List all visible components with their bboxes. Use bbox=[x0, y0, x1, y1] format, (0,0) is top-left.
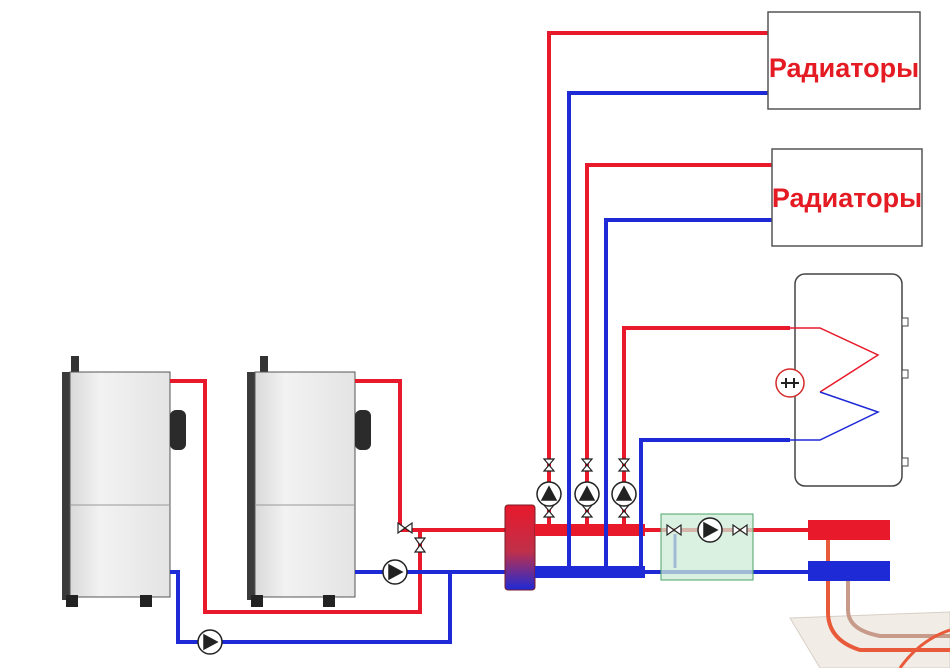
boiler-2 bbox=[247, 356, 371, 607]
underfloor-supply-manifold bbox=[808, 520, 890, 540]
radiator-1: Радиаторы bbox=[767, 11, 921, 110]
underfloor-return-manifold bbox=[808, 561, 890, 581]
boiler-pipes bbox=[170, 379, 505, 644]
circulation-pump-icon bbox=[197, 481, 723, 655]
underfloor-heating-icon bbox=[789, 540, 950, 668]
valve-icon bbox=[397, 458, 748, 553]
hydraulic-separator-icon bbox=[504, 504, 536, 591]
water-heater-tank-icon bbox=[775, 273, 909, 487]
radiator-2-label: Радиаторы bbox=[772, 183, 922, 213]
thermostat-icon bbox=[775, 368, 805, 398]
boiler-1 bbox=[62, 356, 186, 607]
return-collector bbox=[535, 566, 645, 578]
radiator-1-label: Радиаторы bbox=[769, 53, 919, 83]
supply-collector bbox=[535, 524, 645, 536]
radiator-2: Радиаторы bbox=[771, 148, 923, 247]
